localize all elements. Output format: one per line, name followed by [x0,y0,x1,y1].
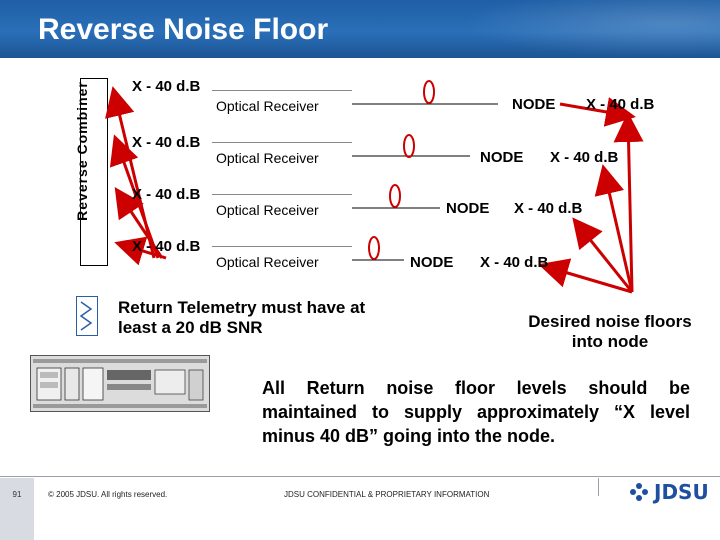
reverse-combiner-box [80,78,108,266]
node-2: NODE [480,149,524,166]
fiber-loop-3 [389,184,401,208]
node-arrow-2 [586,116,620,122]
node-level-4: X - 40 d.B [480,254,549,271]
page-number-box [0,478,34,540]
node-level-2: X - 40 d.B [550,149,619,166]
fiber-loop-2 [403,134,415,158]
combiner-arrow-1 [105,86,156,259]
slide-title: Reverse Noise Floor [38,13,329,46]
test-equipment-image [30,355,210,412]
fiber-loop-4 [368,236,380,260]
node-4: NODE [410,254,454,271]
maintain-levels-note: All Return noise floor levels should be … [262,378,690,446]
fiber-loop-1 [423,80,435,104]
telemetry-signal-icon [76,296,98,336]
node-arrow-main-1 [613,112,644,293]
node-level-3: X - 40 d.B [514,200,583,217]
jdsu-logo-text: JDSU [654,480,709,504]
optical-receiver-4: Optical Receiver [212,246,352,276]
reverse-combiner-label: Reverse Combiner [74,81,90,221]
jdsu-logo: JDSU [628,480,709,504]
combiner-level-2: X - 40 d.B [132,134,201,151]
footer-vertical-divider [598,478,599,496]
optical-receiver-3: Optical Receiver [212,194,352,224]
copyright-text: © 2005 JDSU. All rights reserved. [48,490,168,499]
optical-receiver-1: Optical Receiver [212,90,352,120]
combiner-level-3: X - 40 d.B [132,186,201,203]
optical-receiver-2: Optical Receiver [212,142,352,172]
desired-noise-note: Desired noise floors into node [528,312,692,351]
combiner-level-1: X - 40 d.B [132,78,201,95]
node-3: NODE [446,200,490,217]
node-level-1: X - 40 d.B [586,96,655,113]
node-arrow-main-2 [594,164,634,293]
node-1: NODE [512,96,556,113]
footer-divider [0,476,720,477]
jdsu-logo-icon [630,483,648,501]
node-arrow-main-4 [538,258,633,294]
telemetry-note: Return Telemetry must have at least a 20… [118,298,366,337]
combiner-level-4: X - 40 d.B [132,238,201,255]
confidential-text: JDSU CONFIDENTIAL & PROPRIETARY INFORMAT… [284,490,490,499]
title-bar: Reverse Noise Floor [0,0,720,58]
page-number: 91 [12,490,22,499]
node-arrow-main-3 [572,217,634,293]
